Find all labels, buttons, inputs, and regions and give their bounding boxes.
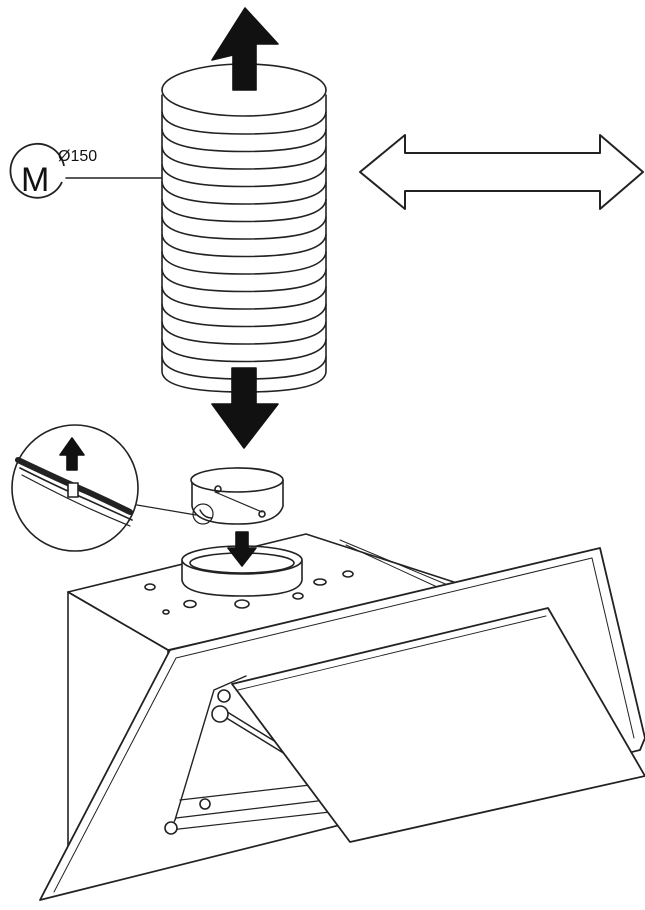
duct-symbol: M: [21, 161, 49, 199]
arrow-small-down-icon: [227, 531, 257, 567]
duct-diameter: Ø150: [58, 148, 97, 165]
duct-rib: [161, 286, 327, 310]
duct-collar-upper: [190, 467, 284, 525]
duct-rib: [161, 251, 327, 275]
duct-rib: [161, 233, 327, 258]
duct-size-label: M Ø150: [9, 142, 97, 199]
duct-rib: [161, 338, 327, 363]
duct-rib: [161, 181, 327, 205]
flexible-duct: [161, 63, 327, 393]
arrow-up-icon: [211, 7, 279, 91]
duct-rib: [161, 268, 327, 293]
duct-rib: [161, 128, 327, 153]
duct-rib: [161, 146, 327, 170]
duct-rib: [161, 163, 327, 188]
duct-rib: [161, 198, 327, 223]
arrow-small-up-icon: [59, 437, 85, 471]
hood-body: [39, 533, 645, 901]
duct-rib: [161, 216, 327, 240]
detail-magnifier: [11, 424, 214, 552]
arrow-down-icon: [211, 367, 279, 449]
horizontal-double-arrow-icon: [359, 134, 644, 210]
duct-rib: [161, 321, 327, 345]
duct-rib: [161, 111, 327, 135]
duct-rib: [161, 303, 327, 328]
